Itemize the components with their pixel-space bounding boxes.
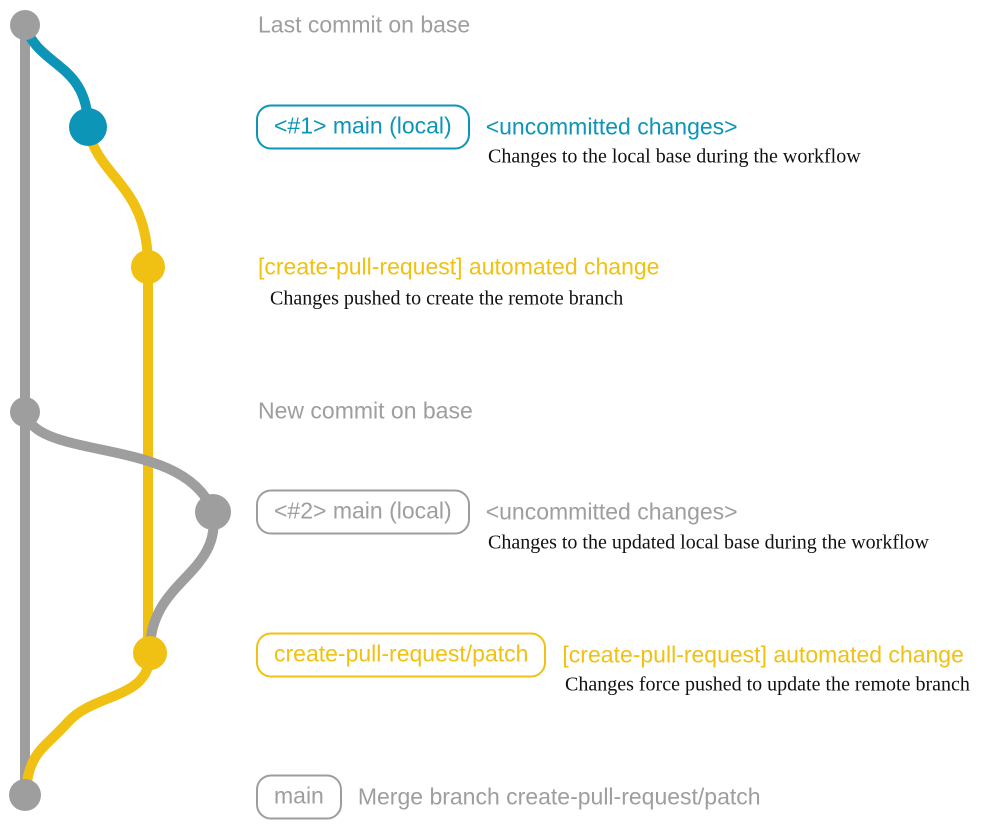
commit-dot-patch-2 — [133, 636, 167, 670]
commit-dot-local-2 — [195, 494, 231, 530]
caption-changes-pushed: Changes pushed to create the remote bran… — [270, 287, 624, 310]
label-automated-change-2: [create-pull-request] automated change — [562, 641, 964, 668]
status-uncommitted-changes-2: <uncommitted changes> — [485, 498, 738, 525]
edge-base-to-local-2 — [20, 407, 218, 517]
commit-dot-patch-1 — [131, 250, 165, 284]
label-merge-branch: Merge branch create-pull-request/patch — [357, 783, 761, 810]
caption-changes-force-pushed: Changes force pushed to update the remot… — [565, 673, 970, 696]
branch-badge-create-pull-request-patch: create-pull-request/patch — [256, 632, 547, 678]
commit-dot-new-base — [10, 397, 40, 427]
branch-badge-main-local-1: <#1> main (local) — [256, 104, 470, 150]
commit-dot-local-1 — [69, 108, 107, 146]
branch-badge-main: main — [256, 774, 342, 820]
label-last-commit-on-base: Last commit on base — [258, 11, 471, 38]
commit-dot-last-base — [10, 10, 40, 40]
branch-badge-main-local-2: <#2> main (local) — [256, 489, 470, 535]
label-automated-change-1: [create-pull-request] automated change — [258, 253, 660, 280]
commit-dot-merge — [9, 779, 41, 811]
caption-local-base-changes: Changes to the local base during the wor… — [488, 145, 861, 168]
commit-graph — [9, 10, 231, 811]
label-new-commit-on-base: New commit on base — [258, 397, 473, 424]
edge-local-2-to-patch-2 — [145, 507, 219, 655]
caption-updated-local-base-changes: Changes to the updated local base during… — [488, 531, 929, 554]
edge-local-1-to-patch-1 — [83, 125, 153, 272]
edge-patch-to-merge — [21, 648, 155, 798]
status-uncommitted-changes-1: <uncommitted changes> — [485, 113, 738, 140]
